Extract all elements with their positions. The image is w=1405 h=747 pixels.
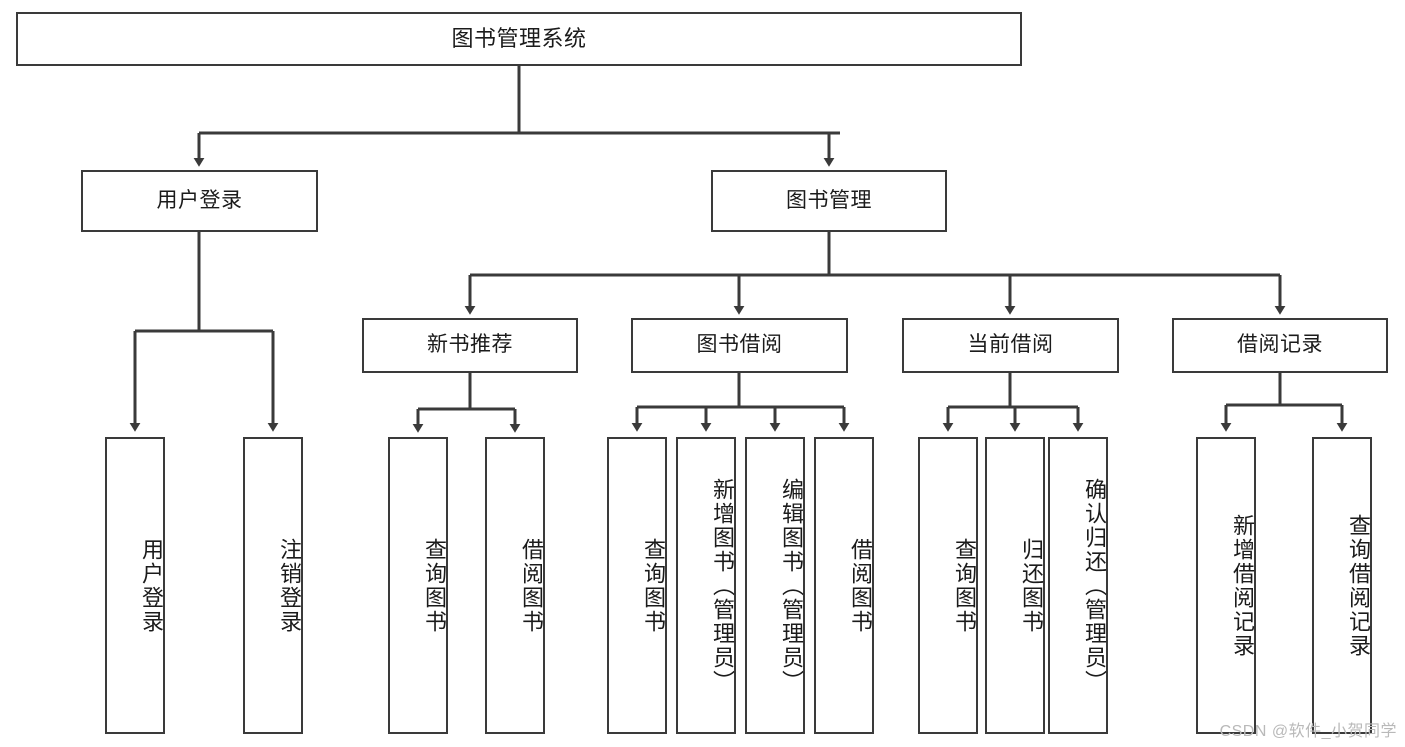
node-borrow-record-label: 借阅记录 <box>1237 333 1323 357</box>
leaf-node[interactable]: 新增借阅记录 <box>1196 437 1256 734</box>
node-book-borrow-label: 图书借阅 <box>696 333 783 357</box>
leaf-node-label: 用户登录 <box>139 537 164 634</box>
node-book-borrow[interactable]: 图书借阅 <box>631 318 848 373</box>
node-book-management-label: 图书管理 <box>786 188 872 212</box>
leaf-node-label: 查询图书 <box>641 537 666 634</box>
leaf-node-label: 新增图书（管理员） <box>710 477 735 694</box>
node-current-borrow[interactable]: 当前借阅 <box>902 318 1119 373</box>
node-current-borrow-label: 当前借阅 <box>967 333 1054 357</box>
leaf-node-label: 查询借阅记录 <box>1346 513 1371 658</box>
leaf-node-label: 查询图书 <box>952 537 977 634</box>
leaf-node[interactable]: 借阅图书 <box>814 437 874 734</box>
leaf-node[interactable]: 查询借阅记录 <box>1312 437 1372 734</box>
leaf-node[interactable]: 确认归还（管理员） <box>1048 437 1108 734</box>
node-book-management[interactable]: 图书管理 <box>711 170 947 232</box>
leaf-node-label: 确认归还（管理员） <box>1082 477 1107 694</box>
leaf-node[interactable]: 编辑图书（管理员） <box>745 437 805 734</box>
leaf-node-label: 归还图书 <box>1019 537 1044 634</box>
leaf-node-label: 新增借阅记录 <box>1230 513 1255 658</box>
leaf-node[interactable]: 查询图书 <box>918 437 978 734</box>
leaf-node[interactable]: 注销登录 <box>243 437 303 734</box>
node-new-book-recommend[interactable]: 新书推荐 <box>362 318 578 373</box>
leaf-node-label: 注销登录 <box>277 537 302 634</box>
csdn-watermark: CSDN @软件_小贺同学 <box>1219 723 1397 740</box>
node-new-book-recommend-label: 新书推荐 <box>427 333 513 357</box>
node-user-login[interactable]: 用户登录 <box>81 170 318 232</box>
leaf-node-label: 借阅图书 <box>519 537 544 634</box>
leaf-node[interactable]: 归还图书 <box>985 437 1045 734</box>
leaf-node-label: 借阅图书 <box>848 537 873 634</box>
leaf-node[interactable]: 用户登录 <box>105 437 165 734</box>
node-user-login-label: 用户登录 <box>156 188 243 212</box>
leaf-node[interactable]: 查询图书 <box>388 437 448 734</box>
node-borrow-record[interactable]: 借阅记录 <box>1172 318 1388 373</box>
leaf-node[interactable]: 借阅图书 <box>485 437 545 734</box>
node-root-label: 图书管理系统 <box>451 26 587 52</box>
leaf-node-label: 编辑图书（管理员） <box>779 477 804 694</box>
leaf-node[interactable]: 查询图书 <box>607 437 667 734</box>
leaf-node-label: 查询图书 <box>422 537 447 634</box>
node-root[interactable]: 图书管理系统 <box>16 12 1022 66</box>
leaf-node[interactable]: 新增图书（管理员） <box>676 437 736 734</box>
